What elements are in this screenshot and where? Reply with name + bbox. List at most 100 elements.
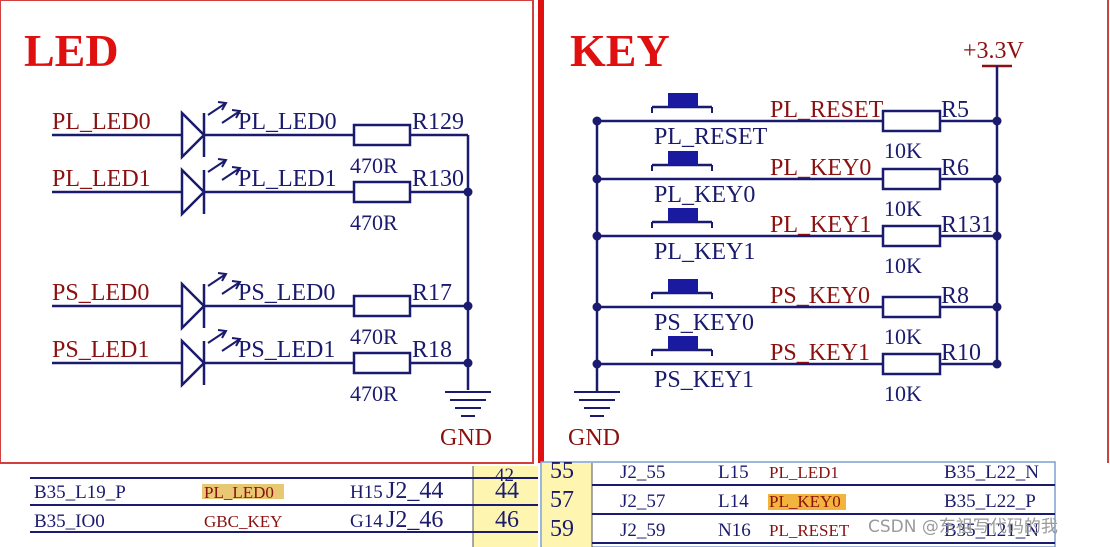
resistor-symbol [881,224,942,248]
led-title: LED [24,25,119,76]
led-net-label: PL_LED0 [52,109,151,135]
pin-table-right [540,461,1056,547]
key-net-label: PL_KEY0 [770,155,871,181]
resistor-value: 10K [884,196,922,221]
connector-cell: J2_55 [620,462,665,483]
resistor-ref: R6 [941,155,969,181]
pin-cell: L14 [718,491,749,512]
switch-label: PL_KEY0 [654,182,755,208]
resistor-value: 470R [350,210,398,235]
junction-dot [592,231,602,241]
led-circuit-row: PS_LED1 PS_LED1 R18 470R [52,329,468,406]
led-diode-symbol [180,337,206,389]
resistor-symbol [881,167,942,191]
number-cell: 57 [550,487,574,513]
key-net-label: PL_RESET [770,97,884,123]
panel-divider [538,0,544,463]
resistor-value: 10K [884,138,922,163]
resistor-ref: R129 [412,109,464,135]
number-cell: 44 [495,478,519,504]
resistor-symbol [352,351,412,375]
led-diode-symbol [180,280,206,332]
resistor-value: 10K [884,381,922,406]
switch-label: PL_KEY1 [654,239,755,265]
number-cell: 55 [550,458,574,484]
key-title: KEY [570,25,670,76]
led-net-label: PS_LED0 [52,280,149,306]
ground-symbol [574,391,620,417]
led-net-label: PS_LED1 [52,337,149,363]
switch-label: PL_RESET [654,124,768,150]
key-gnd-label: GND [568,425,620,451]
resistor-symbol [352,294,412,318]
resistor-symbol [352,180,412,204]
pushbutton-symbol [651,93,713,113]
resistor-value: 10K [884,324,922,349]
junction-dot [592,359,602,369]
number-cell: 59 [550,516,574,542]
resistor-value: 470R [350,324,398,349]
watermark: CSDN @东祖写代码的我 [868,517,1058,537]
led-net-label: PL_LED1 [52,166,151,192]
pushbutton-symbol [651,279,713,299]
led-diode-symbol [180,166,206,218]
net-cell: PL_KEY0 [769,492,841,511]
bank-cell: B35_IO0 [34,511,105,532]
net-cell: GBC_KEY [204,512,282,531]
junction-dot [592,116,602,126]
junction-dot [992,302,1002,312]
resistor-value: 470R [350,381,398,406]
junction-dot [592,174,602,184]
net-cell: PL_LED1 [769,463,839,482]
resistor-symbol [881,352,942,376]
pin-cell: H15 [350,482,383,503]
led-component-label: PS_LED1 [238,337,335,363]
resistor-ref: R17 [412,280,452,306]
net-cell: PL_LED0 [204,483,274,502]
pin-cell: G14 [350,511,383,532]
resistor-symbol [352,123,412,147]
pin-table-left: 42 [0,465,538,547]
led-component-label: PL_LED1 [238,166,337,192]
bank-cell: B35_L19_P [34,482,126,503]
junction-dot [992,174,1002,184]
led-diode-symbol [180,109,206,161]
bank-cell: B35_L22_P [944,491,1036,512]
switch-label: PS_KEY1 [654,367,754,393]
resistor-symbol [881,109,942,133]
resistor-ref: R5 [941,97,969,123]
bank-cell: B35_L21_N [944,520,1039,541]
pushbutton-symbol [651,151,713,171]
key-net-label: PS_KEY1 [770,340,870,366]
junction-dot [992,359,1002,369]
resistor-ref: R18 [412,337,452,363]
connector-cell: J2_44 [386,478,443,504]
pin-cell: L15 [718,462,749,483]
junction-dot [992,116,1002,126]
pushbutton-symbol [651,336,713,356]
key-net-label: PS_KEY0 [770,283,870,309]
junction-dot [463,187,473,197]
junction-dot [463,358,473,368]
junction-dot [592,302,602,312]
led-panel-border [0,0,534,464]
table-num: 42 [495,465,514,486]
pushbutton-symbol [651,208,713,228]
junction-dot [992,231,1002,241]
pin-cell: N16 [718,520,751,541]
key-net-label: PL_KEY1 [770,212,871,238]
resistor-ref: R10 [941,340,981,366]
